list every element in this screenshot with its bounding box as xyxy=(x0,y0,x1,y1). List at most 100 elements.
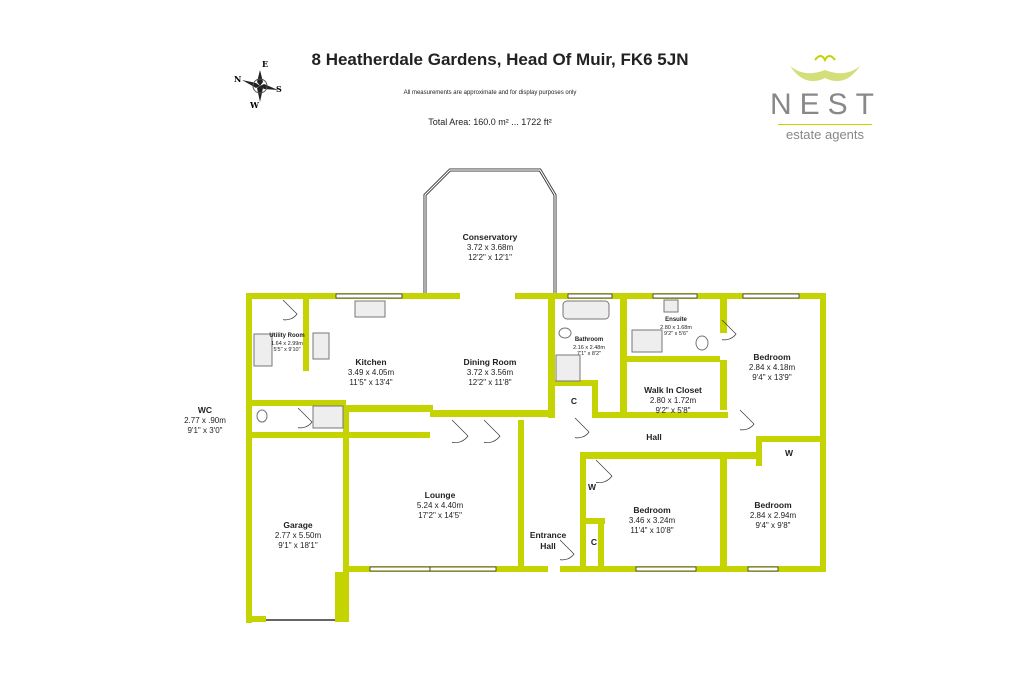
wall xyxy=(598,518,604,570)
compass-n: N xyxy=(234,74,241,84)
room-metric: 2.16 x 2.48m xyxy=(573,344,605,351)
room-imperial: 5'5" x 9'10" xyxy=(273,347,301,354)
label-c: C xyxy=(590,537,598,547)
room-imperial: 12'2" x 11'8" xyxy=(468,377,512,387)
area-label: W xyxy=(588,482,596,493)
bird-nest-icon xyxy=(790,55,860,82)
area-label: C xyxy=(571,396,577,407)
room-name: Bathroom xyxy=(574,337,604,343)
wall xyxy=(580,452,758,459)
door xyxy=(483,419,501,444)
room-name: Bedroom xyxy=(754,500,792,510)
room-metric: 2.77 x 5.50m xyxy=(274,530,322,540)
window xyxy=(635,566,697,572)
room-imperial: 9'1" x 18'1" xyxy=(278,540,318,550)
room-metric: 2.77 x .90m xyxy=(184,415,226,425)
door xyxy=(739,409,755,431)
wall xyxy=(598,412,728,418)
wall xyxy=(518,566,548,572)
utility-sink-icon xyxy=(253,333,273,367)
nest-logo: NEST estate agents xyxy=(770,48,880,158)
wall xyxy=(580,452,586,570)
window xyxy=(652,293,698,299)
area-label: Entrance Hall xyxy=(528,530,568,551)
wall xyxy=(335,572,349,622)
wc-toilet-icon xyxy=(256,409,268,423)
room-metric: 2.84 x 2.94m xyxy=(749,510,797,520)
room-name: Bedroom xyxy=(753,352,791,362)
room-imperial: 12'2" x 12'1" xyxy=(468,252,512,262)
area-label: C xyxy=(591,537,597,548)
room-imperial: 9'2" x 5'8" xyxy=(655,405,691,415)
compass-e: E xyxy=(262,59,268,69)
door xyxy=(297,407,313,429)
wall xyxy=(343,405,349,572)
conservatory-glazing xyxy=(424,169,556,293)
ensuite-shower-icon xyxy=(631,329,663,353)
compass-s: S xyxy=(276,84,282,94)
wall xyxy=(820,293,826,571)
label-w: W xyxy=(587,482,597,492)
window xyxy=(335,293,403,299)
room-metric: 5.24 x 4.40m xyxy=(416,500,464,510)
toilet-icon xyxy=(558,327,572,339)
room-metric: 3.49 x 4.05m xyxy=(347,367,395,377)
room-metric: 2.80 x 1.68m xyxy=(660,324,692,331)
room-name: Bedroom xyxy=(633,505,671,515)
page-title: 8 Heatherdale Gardens, Head Of Muir, FK6… xyxy=(311,50,689,69)
wall xyxy=(343,405,433,412)
window xyxy=(429,566,497,572)
room-name: Kitchen xyxy=(355,357,387,367)
wall xyxy=(246,616,266,622)
room-metric: 3.72 x 3.68m xyxy=(466,242,514,252)
wall xyxy=(620,356,720,362)
disclaimer: All measurements are approximate and for… xyxy=(403,90,577,96)
room-name: Dining Room xyxy=(463,357,517,367)
room-name: Walk In Closet xyxy=(644,385,702,395)
room-name: WC xyxy=(197,405,213,415)
room-name: Ensuite xyxy=(665,317,687,323)
room-metric: 3.72 x 3.56m xyxy=(466,367,514,377)
room-imperial: 9'4" x 13'9" xyxy=(752,372,792,382)
area-label: W xyxy=(785,448,793,459)
room-name: Lounge xyxy=(424,490,456,500)
door xyxy=(451,419,469,444)
room-name: Utility Room xyxy=(269,333,305,339)
wall xyxy=(720,293,727,333)
room-imperial: 11'4" x 10'8" xyxy=(630,525,674,535)
wall xyxy=(756,436,826,442)
room-metric: 1.64 x 2.99m xyxy=(271,340,303,347)
door xyxy=(559,539,575,561)
logo-name: NEST xyxy=(770,88,883,121)
wall xyxy=(430,410,555,417)
room-imperial: 11'5" x 13'4" xyxy=(349,377,393,387)
label-hall: Hall xyxy=(646,432,662,442)
wall xyxy=(548,380,598,386)
total-area: Total Area: 160.0 m² ... 1722 ft² xyxy=(428,117,552,127)
window xyxy=(742,293,800,299)
wall xyxy=(518,420,524,570)
door xyxy=(282,299,298,321)
compass-icon: E N S W xyxy=(234,59,282,110)
window xyxy=(567,293,613,299)
window xyxy=(369,566,431,572)
wall xyxy=(720,452,727,570)
label-w: W xyxy=(784,448,794,458)
room-metric: 2.84 x 4.18m xyxy=(748,362,796,372)
logo-tagline: estate agents xyxy=(785,127,865,142)
wall xyxy=(720,360,727,410)
wall xyxy=(246,400,346,406)
wall xyxy=(425,293,460,299)
room-metric: 3.46 x 3.24m xyxy=(628,515,676,525)
